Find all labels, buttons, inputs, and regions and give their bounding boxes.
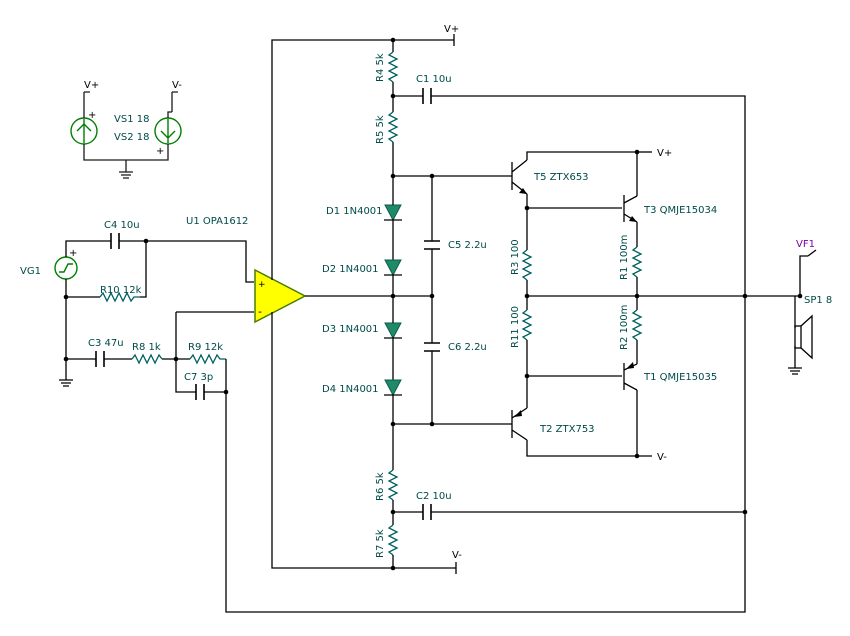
r11-label: R11 100 (510, 306, 521, 348)
c6-label: C6 2.2u (448, 342, 487, 353)
t5-transistor (511, 159, 528, 195)
r7-resistor (387, 524, 399, 556)
r8-label: R8 1k (132, 342, 161, 353)
svg-text:+: + (88, 110, 96, 121)
r2-label: R2 100m (619, 305, 630, 350)
c5-capacitor (424, 240, 440, 250)
vs2-vminus-label: V- (172, 80, 182, 91)
t3-label: T3 QMJE15034 (643, 205, 717, 216)
vs2-label: VS2 18 (114, 132, 149, 143)
input-network: + VG1 C4 10u R10 12k C3 47u R8 1k R9 12k… (20, 220, 746, 613)
d1-label: D1 1N4001 (326, 206, 383, 217)
speaker-icon (794, 325, 802, 349)
d4-label: D4 1N4001 (322, 384, 379, 395)
c6-capacitor (424, 342, 440, 352)
r10-resistor (99, 291, 140, 303)
d2-diode (384, 259, 402, 277)
top-vplus-label: V+ (444, 24, 459, 35)
svg-text:+: + (69, 248, 77, 259)
c2-capacitor (422, 504, 432, 520)
vf1-label: VF1 (796, 239, 815, 250)
vs1-vplus-label: V+ (84, 80, 99, 91)
c1-capacitor (422, 88, 432, 104)
r8-resistor (131, 353, 163, 365)
opamp-triangle (254, 268, 307, 324)
r2-resistor (631, 309, 643, 341)
t3-transistor (623, 195, 638, 223)
t1-label: T1 QMJE15035 (643, 372, 717, 383)
c4-capacitor (110, 233, 120, 249)
vs1-label: VS1 18 (114, 114, 149, 125)
c3-label: C3 47u (88, 338, 124, 349)
u1-label: U1 OPA1612 (186, 216, 248, 227)
bottom-vminus-label: V- (452, 550, 462, 561)
r4-resistor (387, 51, 399, 83)
r1-resistor (631, 246, 643, 278)
r9-resistor (189, 353, 226, 365)
c1-label: C1 10u (416, 74, 452, 85)
r6-resistor (387, 469, 399, 501)
svg-text:+: + (156, 146, 164, 157)
opamp-u1: + - U1 OPA1612 (186, 39, 393, 569)
speaker-output: VF1 SP1 8 (788, 239, 832, 375)
r9-label: R9 12k (188, 342, 223, 353)
output-stage: T5 ZTX653 V+ T3 QMJE15034 R3 100 R1 100m… (508, 148, 808, 515)
c7-capacitor (195, 384, 205, 400)
c3-capacitor (95, 351, 105, 367)
r4-label: R4 5k (375, 53, 386, 82)
bypass-caps: C5 2.2u C6 2.2u (393, 173, 508, 427)
r6-label: R6 5k (375, 472, 386, 501)
d4-diode (384, 379, 402, 397)
ground-symbol (788, 367, 802, 375)
r5-label: R5 5k (375, 115, 386, 144)
ground-symbol (119, 171, 133, 179)
r1-label: R1 100m (619, 235, 630, 280)
d2-label: D2 1N4001 (322, 264, 379, 275)
c2-label: C2 10u (416, 491, 452, 502)
svg-text:+: + (258, 280, 266, 290)
d3-diode (384, 322, 402, 340)
r5-resistor (387, 111, 399, 143)
d3-label: D3 1N4001 (322, 324, 379, 335)
c5-label: C5 2.2u (448, 240, 487, 251)
vg1-label: VG1 (20, 266, 41, 277)
d1-diode (384, 204, 402, 222)
bias-chain: V+ R4 5k C1 10u R5 5k D1 1N4001 D2 1N400… (322, 24, 746, 574)
r3-label: R3 100 (510, 239, 521, 275)
right-vminus-label: V- (657, 452, 667, 463)
right-vplus-label: V+ (657, 148, 672, 159)
r10-label: R10 12k (100, 285, 142, 296)
t2-label: T2 ZTX753 (539, 424, 595, 435)
r3-resistor (521, 249, 533, 281)
c7-label: C7 3p (184, 372, 213, 383)
t5-label: T5 ZTX653 (533, 172, 589, 183)
ground-symbol (59, 379, 73, 387)
r7-label: R7 5k (375, 529, 386, 558)
r11-resistor (521, 309, 533, 341)
svg-text:-: - (258, 305, 262, 318)
sp1-label: SP1 8 (804, 295, 832, 306)
c4-label: C4 10u (104, 220, 140, 231)
supply-sources: V+ V- + + VS1 18 VS2 18 (70, 80, 182, 179)
